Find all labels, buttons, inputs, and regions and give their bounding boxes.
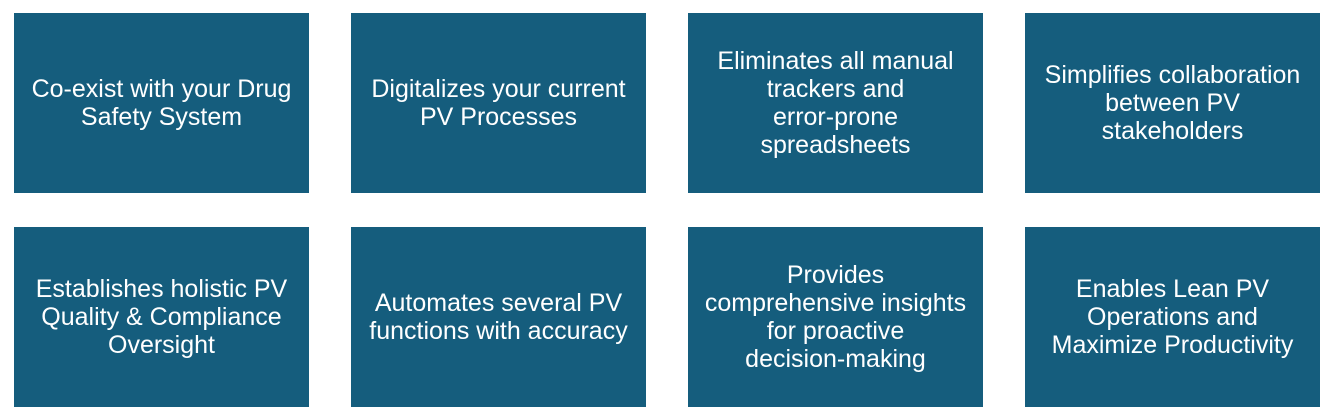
feature-tile-grid: Co-exist with your Drug Safety System Di… (14, 13, 1330, 407)
feature-tile-automates-functions: Automates several PV functions with accu… (351, 227, 646, 407)
feature-tile-eliminates-trackers: Eliminates all manual trackers and error… (688, 13, 983, 193)
feature-tile-text: Eliminates all manual trackers and error… (717, 47, 954, 159)
feature-tile-text: Enables Lean PV Operations and Maximize … (1051, 275, 1294, 359)
feature-tile-text: Provides comprehensive insights for proa… (704, 261, 967, 373)
feature-tile-text: Establishes holistic PV Quality & Compli… (35, 275, 288, 359)
feature-tile-lean-operations: Enables Lean PV Operations and Maximize … (1025, 227, 1320, 407)
feature-tile-simplifies-collaboration: Simplifies collaboration between PV stak… (1025, 13, 1320, 193)
feature-tile-text: Co-exist with your Drug Safety System (31, 75, 292, 131)
feature-tile-comprehensive-insights: Provides comprehensive insights for proa… (688, 227, 983, 407)
feature-tile-drug-safety-coexist: Co-exist with your Drug Safety System (14, 13, 309, 193)
feature-tile-quality-compliance: Establishes holistic PV Quality & Compli… (14, 227, 309, 407)
feature-tile-text: Simplifies collaboration between PV stak… (1044, 61, 1301, 145)
feature-tile-text: Automates several PV functions with accu… (369, 289, 628, 345)
feature-tile-text: Digitalizes your current PV Processes (371, 75, 626, 131)
feature-tile-digitalizes-processes: Digitalizes your current PV Processes (351, 13, 646, 193)
